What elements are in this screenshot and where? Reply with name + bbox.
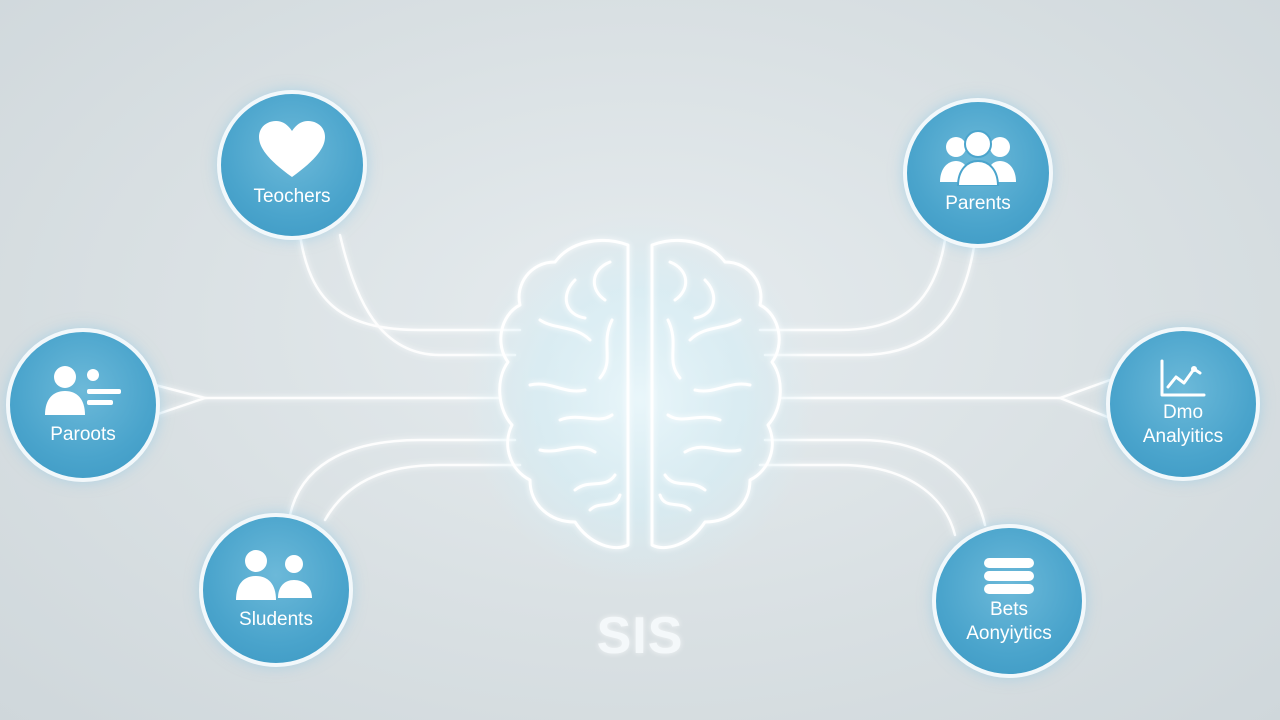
database-icon [984,558,1034,594]
node-parents-left-label: Paroots [50,424,116,445]
heart-icon [259,121,325,177]
connector-teachers-a [298,233,522,332]
connector-analytics-b [1058,396,1112,420]
brain-icon [465,215,815,585]
node-data-analytics-label-1: Dmo [1162,402,1204,423]
node-students-label: Sludents [239,609,313,630]
node-data-analytics-2-label-1: Bets [989,599,1029,620]
connector-parents-left-a [153,383,502,400]
node-teachers[interactable]: Teochers [217,90,367,240]
node-parents-top[interactable]: Parents [903,98,1053,248]
connector-analytics2-b [758,463,957,537]
connector-parents-top-b [763,238,977,357]
node-data-analytics-2-label-2: Aonyiytics [966,623,1052,644]
connector-students-b [323,463,522,522]
connector-analytics2-a [763,438,987,527]
connector-parents-top-a [758,238,947,332]
connector-parents-left-b [153,396,207,417]
people-group-icon [940,130,1016,186]
node-data-analytics-label-2: Analyitics [1142,426,1224,447]
node-data-analytics-2[interactable]: Bets Aonyiytics [932,524,1086,678]
node-parents-top-label: Parents [945,193,1011,214]
connector-lines [153,233,1112,537]
node-data-analytics[interactable]: Dmo Analyitics [1106,327,1260,481]
line-chart-icon [1160,359,1206,397]
node-students[interactable]: Sludents [199,513,353,667]
node-teachers-label: Teochers [253,186,331,207]
students-icon [236,550,312,600]
node-parents-left[interactable]: Paroots [6,328,160,482]
connector-teachers-b [338,233,517,357]
center-label-sis: SIS [596,607,684,665]
connector-students-a [288,438,517,517]
connector-analytics-a [778,378,1112,400]
person-list-icon [45,366,121,415]
